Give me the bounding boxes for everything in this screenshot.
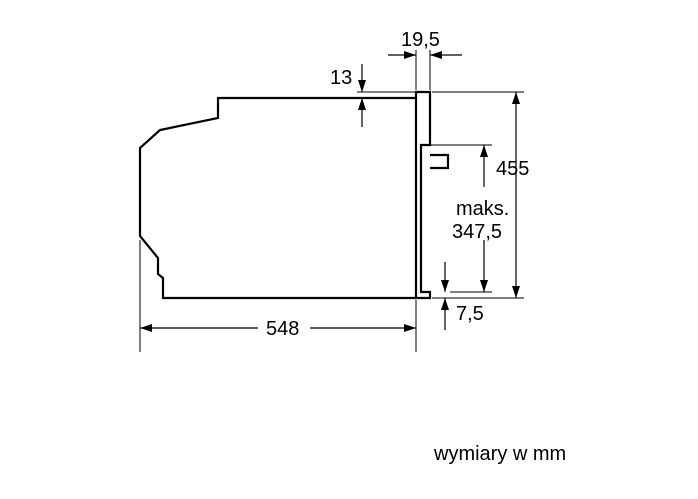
units-note: wymiary w mm — [434, 443, 567, 465]
dimension-top-gap: 13 — [330, 64, 416, 127]
front-panel-outline — [414, 90, 432, 300]
dimension-bottom-offset: 7,5 — [432, 262, 484, 330]
dim-label-total-height: 455 — [496, 158, 529, 180]
dimension-panel-thickness: 19,5 — [388, 29, 462, 90]
dim-label-opening-value: 347,5 — [452, 221, 502, 243]
dimension-total-height: 455 — [432, 91, 529, 299]
dim-label-panel-thickness: 19,5 — [401, 29, 440, 51]
dimension-max-opening: maks. 347,5 — [430, 144, 509, 293]
dim-label-top-gap: 13 — [330, 67, 352, 89]
dimension-depth: 548 — [139, 240, 417, 352]
control-knob — [430, 153, 450, 170]
appliance-body-outline — [138, 96, 416, 300]
dim-label-depth: 548 — [266, 318, 299, 340]
dim-label-opening-prefix: maks. — [456, 198, 509, 220]
dim-label-bottom-offset: 7,5 — [456, 303, 484, 325]
